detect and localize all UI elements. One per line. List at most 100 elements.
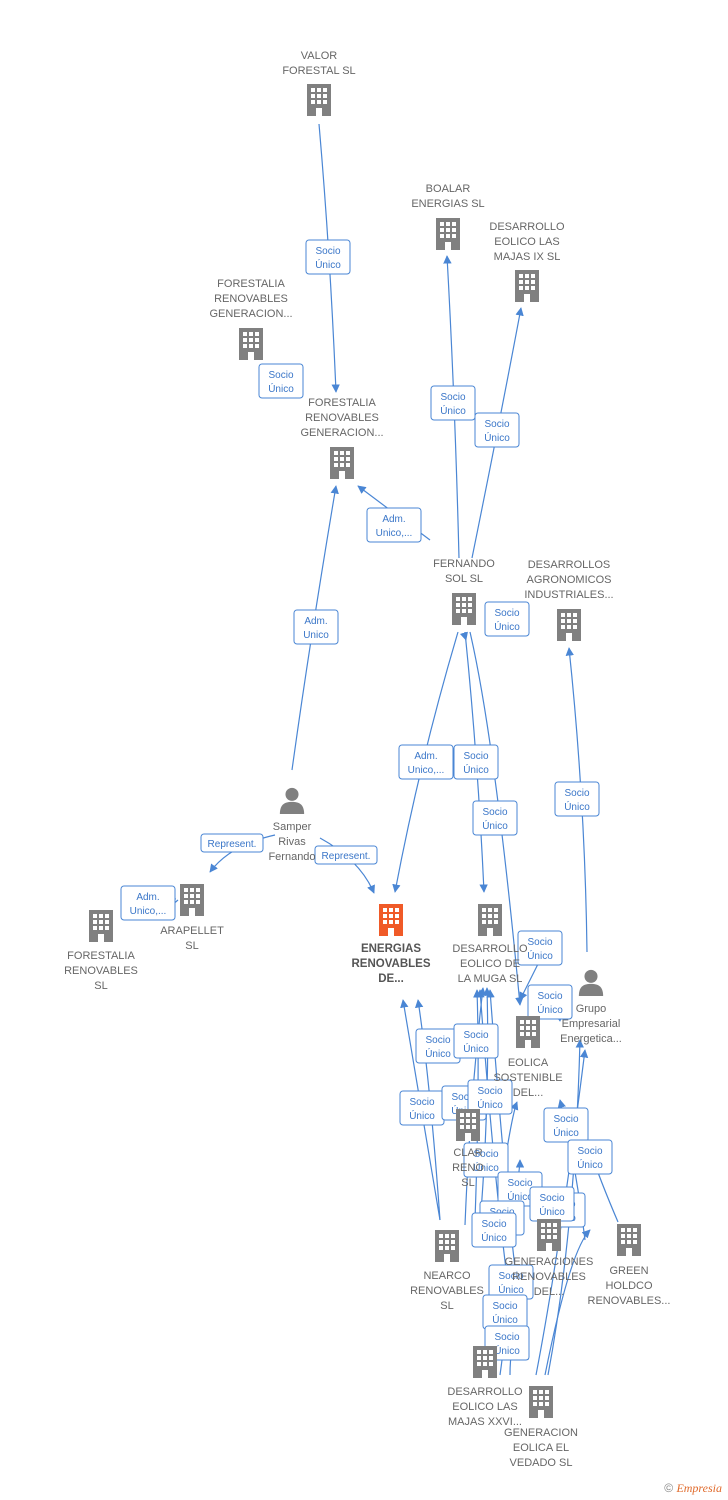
edge-label-box bbox=[463, 1142, 509, 1178]
node-label: ENERGIAS bbox=[361, 943, 421, 955]
node-arapellet[interactable]: ARAPELLET SL bbox=[160, 884, 224, 952]
node-label: RENOVABLES bbox=[512, 1271, 586, 1283]
edge-label-box bbox=[472, 800, 518, 836]
edge-label-text: Socio bbox=[481, 1219, 506, 1230]
edge-label-text: Único bbox=[498, 1283, 524, 1296]
edge-label[interactable]: Adm.Unico bbox=[293, 609, 339, 645]
building-icon bbox=[617, 1224, 641, 1256]
node-label: RENOVABLES bbox=[351, 958, 430, 970]
edge-label-text: Unico,... bbox=[376, 528, 413, 539]
edge-label[interactable]: Adm.Unico,... bbox=[398, 744, 454, 780]
edge-label-box bbox=[430, 385, 476, 421]
edge-label-text: Socio bbox=[477, 1086, 502, 1097]
edge-label-box bbox=[517, 930, 563, 966]
node-label: AGRONOMICOS bbox=[527, 574, 612, 586]
node-label: Energetica... bbox=[560, 1033, 622, 1045]
edge-label-text: Unico,... bbox=[408, 765, 445, 776]
node-forgen1[interactable]: FORESTALIARENOVABLESGENERACION... bbox=[209, 278, 293, 360]
edge-label-box bbox=[543, 1107, 589, 1143]
node-agro[interactable]: DESARROLLOSAGRONOMICOSINDUSTRIALES... bbox=[524, 559, 614, 641]
node-label: MAJAS IX SL bbox=[494, 251, 561, 263]
edge-label-text: Socio bbox=[577, 1146, 602, 1157]
edge-label-box bbox=[200, 833, 264, 853]
edge-label[interactable]: Adm.Unico,... bbox=[366, 507, 422, 543]
node-label: INDUSTRIALES... bbox=[524, 589, 613, 601]
node-label: EOLICO LAS bbox=[494, 236, 559, 248]
node-label: RENOVABLES bbox=[410, 1285, 484, 1297]
copyright-icon: © bbox=[664, 1481, 674, 1495]
edge-label-text: Único bbox=[553, 1126, 579, 1139]
edge-label-text: Único bbox=[492, 1313, 518, 1326]
edge-label-text: Socio bbox=[484, 419, 509, 430]
node-grupo[interactable]: GrupoEmpresarialEnergetica... bbox=[560, 969, 622, 1045]
node-main[interactable]: ENERGIASRENOVABLESDE... bbox=[351, 904, 431, 985]
copyright-footer[interactable]: © Empresia bbox=[664, 1481, 722, 1496]
edge-label-box bbox=[293, 609, 339, 645]
node-label: FORESTAL SL bbox=[282, 65, 355, 77]
edge-label[interactable]: Represent. bbox=[314, 845, 378, 865]
node-label: GENERACION... bbox=[300, 427, 383, 439]
node-forgen2[interactable]: FORESTALIARENOVABLESGENERACION... bbox=[300, 397, 384, 479]
node-label: RENOVABLES bbox=[64, 965, 138, 977]
node-label: BOALAR bbox=[426, 183, 471, 195]
node-label: Samper bbox=[273, 821, 312, 833]
edge-label-text: Socio bbox=[537, 991, 562, 1002]
edge-label-text: Adm. bbox=[136, 892, 159, 903]
edge-label-text: Socio bbox=[463, 751, 488, 762]
node-label: SOL SL bbox=[445, 573, 483, 585]
node-label: SL bbox=[185, 940, 198, 952]
edge-label-text: Único bbox=[425, 1047, 451, 1060]
node-label: ARAPELLET bbox=[160, 925, 224, 937]
edge-label-text: Único bbox=[539, 1205, 565, 1218]
building-icon bbox=[473, 1346, 497, 1378]
node-genren[interactable]: GENERACIONESRENOVABLESDEL... bbox=[505, 1219, 594, 1298]
edge-label-text: Único bbox=[463, 763, 489, 776]
node-label: VALOR bbox=[301, 50, 338, 62]
node-valor[interactable]: VALOR FORESTAL SL bbox=[282, 50, 356, 116]
edge-label-text: Socio bbox=[498, 1271, 523, 1282]
person-icon bbox=[578, 969, 604, 996]
edge-label-text: Único bbox=[537, 1003, 563, 1016]
edge-label-text: Socio bbox=[425, 1035, 450, 1046]
building-icon bbox=[529, 1386, 553, 1418]
edge-label[interactable]: Represent. bbox=[200, 833, 264, 853]
building-icon bbox=[436, 218, 460, 250]
edge-label[interactable]: Adm.Unico,... bbox=[120, 885, 176, 921]
node-green[interactable]: GREENHOLDCORENOVABLES... bbox=[588, 1224, 671, 1307]
edge-label-box bbox=[398, 744, 454, 780]
node-eolica[interactable]: EOLICASOSTENIBLEDEL... bbox=[493, 1016, 563, 1099]
building-icon bbox=[435, 1230, 459, 1262]
edge-label-text: Único bbox=[484, 431, 510, 444]
